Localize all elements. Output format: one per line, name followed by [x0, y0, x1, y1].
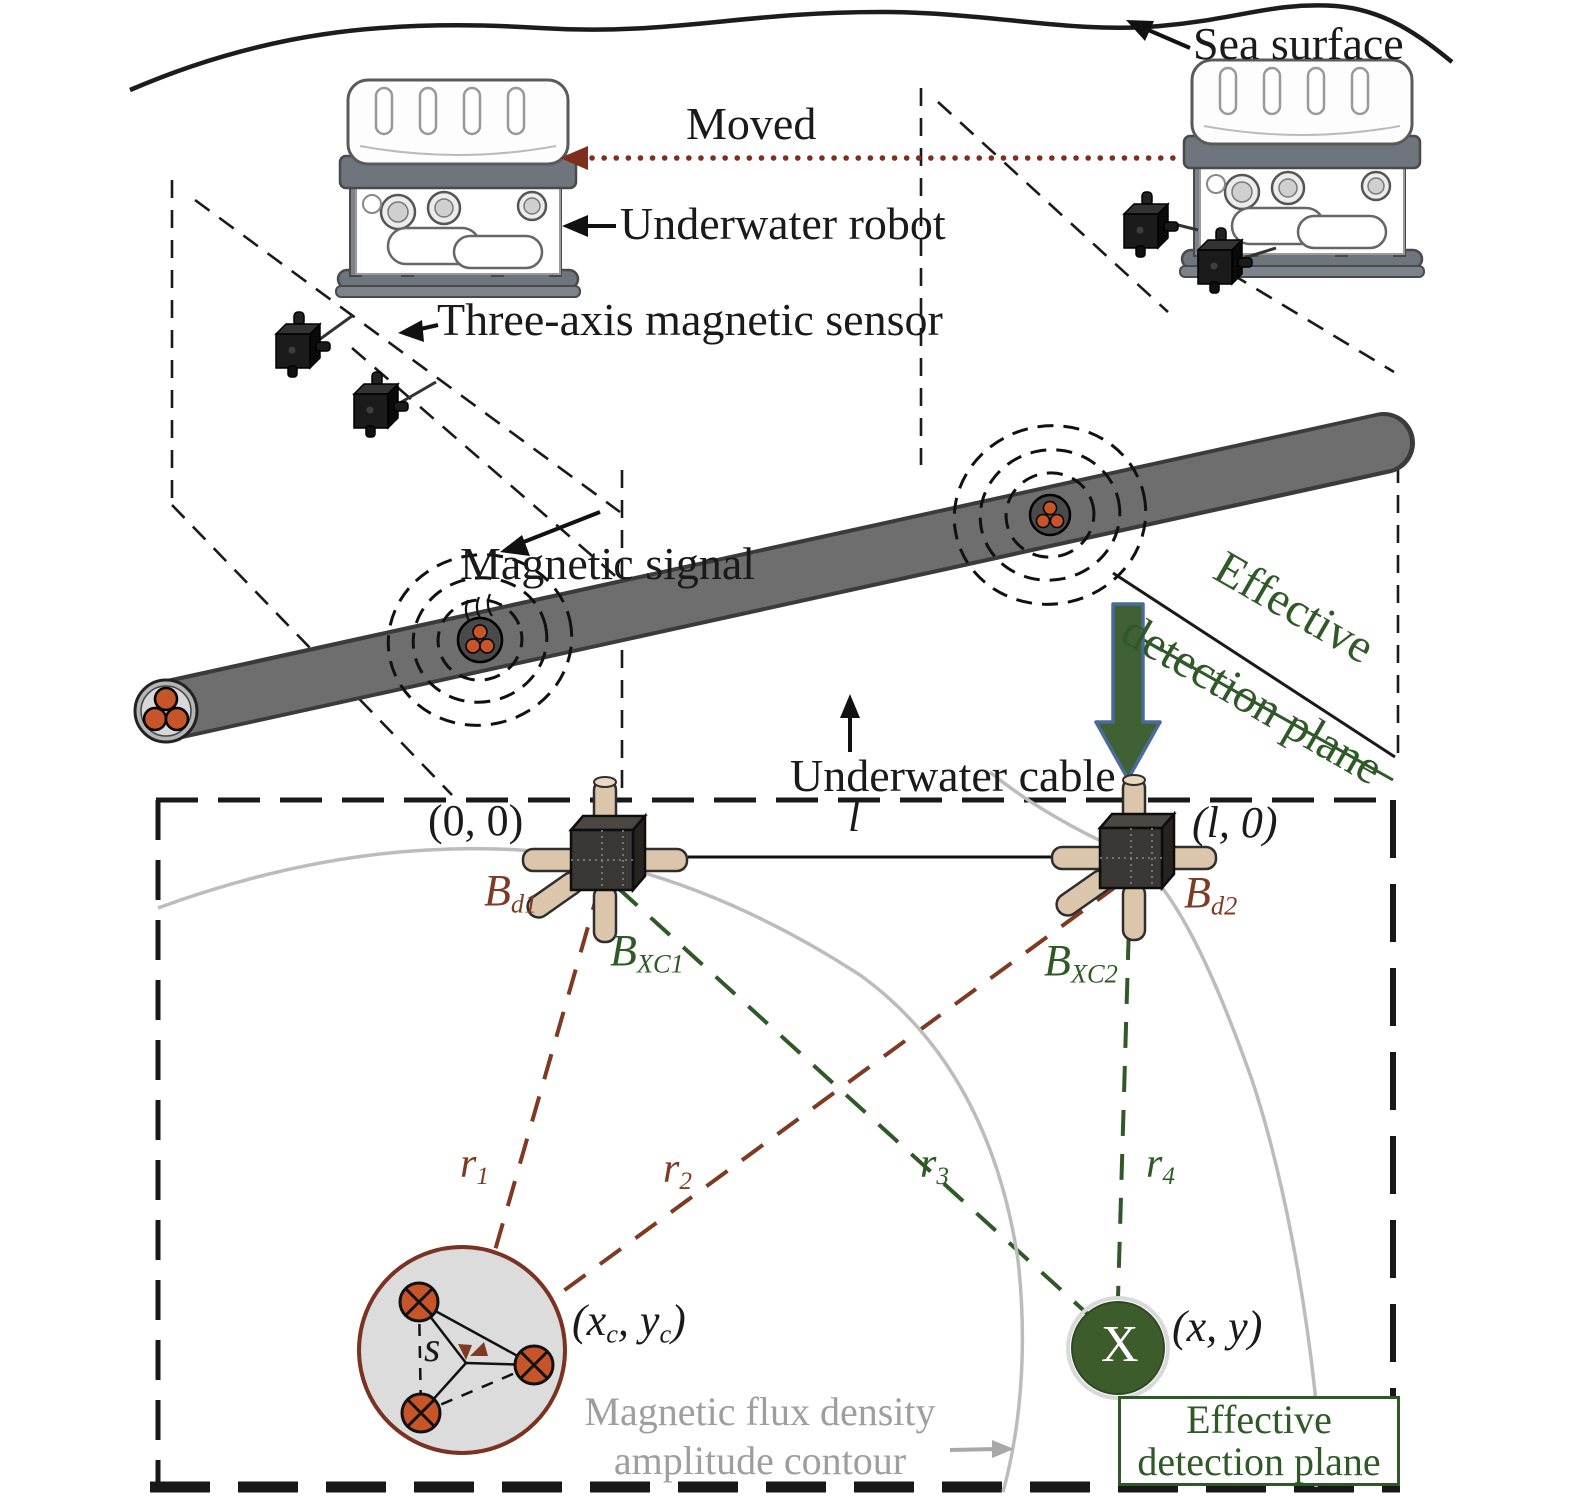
- xc-s1: c: [606, 1318, 618, 1349]
- conductor-icon: [398, 1281, 555, 1434]
- r1-sub: 1: [476, 1163, 489, 1191]
- r3-sub: 3: [936, 1163, 949, 1191]
- cable-center-coordinate: (xc, yc): [572, 1296, 686, 1349]
- magnetic-sensor-icon: [353, 371, 409, 438]
- range-lines: [465, 883, 1132, 1354]
- bxc1-base: B: [610, 926, 637, 975]
- moved-arrow: [560, 146, 1181, 170]
- flux-label-line1: Magnetic flux density: [584, 1389, 936, 1434]
- plane-edge-green: [1143, 638, 1394, 782]
- label-bxc1: BXC1: [610, 926, 684, 979]
- xc-p1: (x: [572, 1296, 607, 1345]
- label-bd1: Bd1: [484, 866, 538, 919]
- sea-surface-curve: [129, 3, 1454, 93]
- flux-contour-curves: [157, 770, 1320, 1493]
- flux-label-arrow: [949, 1440, 1014, 1458]
- underwater-robot-left-icon: [334, 78, 582, 299]
- xc-p3: ): [671, 1296, 686, 1345]
- cable-position-icon: [357, 1245, 567, 1455]
- label-r1: r1: [460, 1142, 489, 1191]
- plane-edge-black: [1112, 571, 1396, 759]
- effective-detection-plane-box: Effective detection plane: [1118, 1396, 1400, 1486]
- magnetic-signal-rings-right: [952, 424, 1148, 606]
- underwater-cable-label: Underwater cable: [790, 750, 1116, 801]
- label-r3: r3: [920, 1142, 949, 1191]
- sea-surface-label: Sea surface: [1193, 18, 1404, 69]
- bxc1-sub: XC1: [636, 948, 684, 979]
- r4-base: r: [1146, 1141, 1163, 1187]
- r3-base: r: [920, 1141, 937, 1187]
- moved-label: Moved: [686, 98, 817, 149]
- r4-sub: 4: [1162, 1163, 1175, 1191]
- flux-contour-label: Magnetic flux density amplitude contour: [566, 1388, 954, 1486]
- xc-s2: c: [659, 1318, 672, 1349]
- magnetic-sensor-icon: [1123, 191, 1179, 258]
- effective-box-line2: detection plane: [1137, 1439, 1381, 1484]
- xc-p2: , y: [617, 1296, 660, 1345]
- label-r2: r2: [663, 1147, 692, 1196]
- bxc2-base: B: [1044, 936, 1071, 985]
- bxc2-sub: XC2: [1070, 958, 1118, 989]
- detection-plane-border: [150, 797, 1400, 1493]
- r1-base: r: [460, 1141, 477, 1187]
- underwater-robot-label: Underwater robot: [620, 198, 946, 249]
- effective-box-line1: Effective: [1186, 1396, 1332, 1442]
- baseline-length-label: l: [848, 792, 861, 841]
- underwater-cable-icon: [139, 412, 1415, 741]
- label-bd2: Bd2: [1184, 868, 1238, 921]
- magnetic-signal-label: Magnetic signal: [460, 538, 756, 589]
- bd1-sub: d1: [510, 888, 538, 919]
- r2-base: r: [663, 1146, 680, 1192]
- cable-core-dots: [456, 493, 1072, 664]
- bd2-sub: d2: [1210, 890, 1238, 921]
- spacing-label-s: s: [424, 1325, 441, 1371]
- origin-coordinate: (0, 0): [428, 796, 524, 845]
- three-axis-sensor-label: Three-axis magnetic sensor: [437, 294, 943, 345]
- cable-cross-section-icon: [133, 678, 199, 744]
- label-bxc2: BXC2: [1044, 936, 1118, 989]
- bd1-base: B: [484, 866, 511, 915]
- magnetic-sensor-icon: [275, 311, 331, 378]
- flux-label-line2: amplitude contour: [613, 1437, 907, 1483]
- projection-arrow-icon: [1094, 602, 1162, 781]
- r2-sub: 2: [679, 1168, 692, 1196]
- x-marker-label: X: [1101, 1316, 1139, 1373]
- bd2-base: B: [1184, 868, 1211, 917]
- label-arrows: [398, 20, 1191, 752]
- xy-coordinate: (x, y): [1172, 1302, 1263, 1351]
- label-r4: r4: [1146, 1142, 1175, 1191]
- l-point-coordinate: (l, 0): [1192, 798, 1278, 847]
